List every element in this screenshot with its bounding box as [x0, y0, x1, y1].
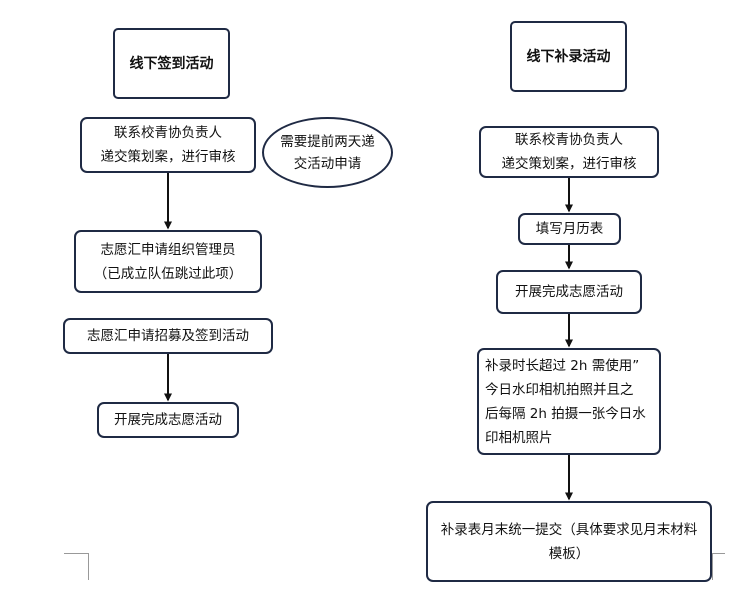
right-step-contact-text: 联系校青协负责人 递交策划案，进行审核	[501, 132, 637, 172]
right-step-photo-text: 补录时长超过 2h 需使用” 今日水印相机拍照并且之 后每隔 2h 拍摄一张今日…	[485, 357, 646, 446]
left-step-admin: 志愿汇申请组织管理员 （已成立队伍跳过此项）	[74, 230, 262, 293]
right-step-contact: 联系校青协负责人 递交策划案，进行审核	[479, 126, 659, 178]
right-title-text: 线下补录活动	[526, 48, 611, 65]
left-title-box: 线下签到活动	[113, 28, 230, 99]
right-step-complete: 开展完成志愿活动	[496, 270, 642, 314]
left-step-recruit: 志愿汇申请招募及签到活动	[63, 318, 273, 354]
right-step-complete-text: 开展完成志愿活动	[515, 284, 623, 300]
left-step-complete-text: 开展完成志愿活动	[114, 412, 222, 428]
right-step-calendar-text: 填写月历表	[535, 221, 604, 237]
page-corner-mark-right	[712, 553, 725, 580]
page-corner-mark-left	[64, 553, 89, 580]
right-step-photo: 补录时长超过 2h 需使用” 今日水印相机拍照并且之 后每隔 2h 拍摄一张今日…	[477, 348, 661, 455]
left-step-admin-text: 志愿汇申请组织管理员 （已成立队伍跳过此项）	[93, 241, 243, 282]
left-note-ellipse: 需要提前两天递 交活动申请	[262, 117, 393, 188]
right-step-calendar: 填写月历表	[518, 213, 621, 245]
right-step-submit-text: 补录表月末统一提交（具体要求见月末材料 模板）	[440, 521, 698, 562]
left-step-complete: 开展完成志愿活动	[97, 402, 239, 438]
left-step-contact: 联系校青协负责人 递交策划案，进行审核	[80, 117, 256, 173]
right-step-submit: 补录表月末统一提交（具体要求见月末材料 模板）	[426, 501, 712, 582]
left-step-contact-text: 联系校青协负责人 递交策划案，进行审核	[100, 125, 236, 165]
left-note-text: 需要提前两天递 交活动申请	[280, 133, 375, 172]
right-title-box: 线下补录活动	[510, 21, 627, 92]
left-step-recruit-text: 志愿汇申请招募及签到活动	[87, 328, 249, 344]
left-title-text: 线下签到活动	[129, 55, 214, 72]
